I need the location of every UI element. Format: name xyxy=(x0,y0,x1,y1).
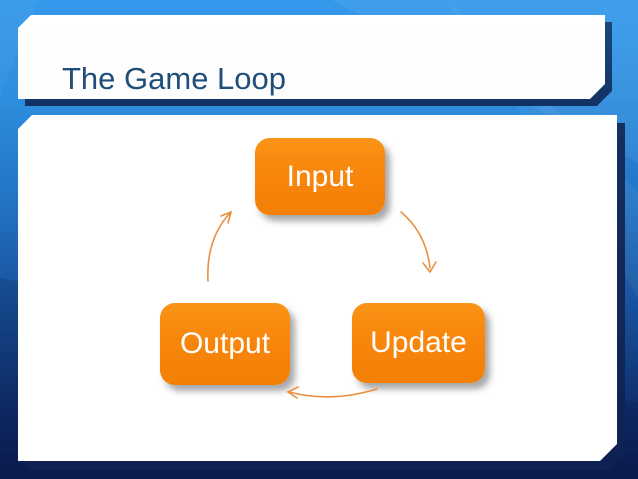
node-label-output: Output xyxy=(179,327,271,360)
node-label-update: Update xyxy=(370,326,467,359)
title-banner: The Game Loop xyxy=(18,15,605,99)
node-label-input: Input xyxy=(286,159,354,193)
diagram-node-input: Input xyxy=(255,138,385,215)
page-title: The Game Loop xyxy=(62,61,287,96)
diagram-node-update: Update xyxy=(352,303,485,383)
diagram-node-output: Output xyxy=(160,303,290,385)
